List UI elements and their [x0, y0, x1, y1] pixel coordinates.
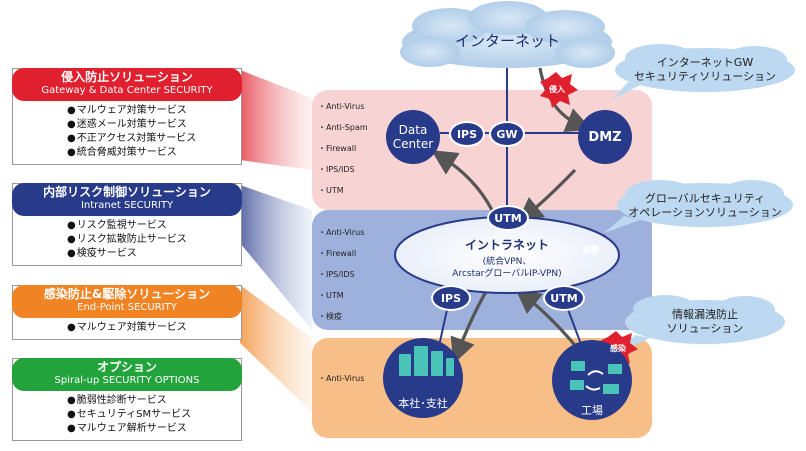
intranet-subtitle-1: (統合VPN、	[482, 257, 532, 267]
solution-subtitle: End-Point SECURITY	[77, 302, 177, 313]
gateway-zone-labels: Anti-Virus Anti-Spam Firewall IPS/IDS UT…	[318, 96, 368, 201]
factory-circle	[552, 340, 632, 420]
solution-item: セキュリティSMサービス	[67, 408, 241, 422]
factory-cycle-arrows	[585, 370, 604, 391]
internet-cloud	[400, 1, 615, 68]
endpoint-zone-labels: Anti-Virus	[318, 368, 364, 389]
solution-items: 脆弱性診断サービス セキュリティSMサービス マルウェア解析サービス	[13, 391, 241, 440]
solution-title: オプション	[96, 360, 157, 374]
infection-badge-label: 感染	[610, 344, 626, 353]
leak-prevention-callout: 情報漏洩防止 ソリューション	[630, 308, 780, 336]
zone-label: IPS/IDS	[318, 264, 364, 285]
solution-subtitle: Spiral-up SECURITY OPTIONS	[54, 375, 200, 386]
solution-items: マルウェア対策サービス	[13, 318, 241, 339]
office-buildings	[399, 346, 454, 376]
solution-item: 統合脅威対策サービス	[67, 146, 241, 160]
intrusion-badge	[540, 72, 578, 108]
global-security-callout: グローバルセキュリティ オペレーションソリューション	[625, 192, 785, 220]
solution-title: 侵入防止ソリューション	[61, 70, 193, 84]
solution-item: 迷惑メール対策サービス	[67, 118, 241, 132]
factory-buildings	[570, 361, 622, 394]
callout-line: インターネットGW	[656, 56, 754, 69]
solution-item: 不正アクセス対策サービス	[67, 132, 241, 146]
zone-label: Firewall	[318, 138, 368, 159]
spread-badge-label: 拡散	[583, 245, 599, 254]
endpoint-solution-header: 感染防止&駆除ソリューション End-Point SECURITY	[12, 285, 242, 318]
infection-badge	[600, 331, 638, 367]
internet-label: インターネット	[454, 32, 560, 50]
zone-label: UTM	[318, 180, 368, 201]
zone-label: Anti-Virus	[318, 222, 364, 243]
solution-items: リスク監視サービス リスク拡散防止サービス 検疫サービス	[13, 216, 241, 265]
endpoint-funnel	[240, 285, 312, 412]
intranet-solution-box: 内部リスク制御ソリューション Intranet SECURITY リスク監視サー…	[12, 183, 242, 266]
solution-item: リスク監視サービス	[67, 219, 241, 233]
solution-title: 内部リスク制御ソリューション	[43, 185, 211, 199]
zone-label: Anti-Virus	[318, 368, 364, 389]
solution-item: マルウェア解析サービス	[67, 422, 241, 436]
ips-top-node: IPS	[449, 121, 485, 147]
intranet-subtitle-2: ArcstarグローバルIP-VPN)	[452, 269, 562, 279]
utm-bottom-node: UTM	[543, 285, 585, 311]
zone-label: Firewall	[318, 243, 364, 264]
solution-subtitle: Intranet SECURITY	[80, 200, 174, 211]
solution-item: 検疫サービス	[67, 247, 241, 261]
intrusion-badge-label: 侵入	[549, 85, 565, 94]
callout-line: セキュリティソリューション	[633, 70, 777, 83]
callout-line: ソリューション	[666, 322, 744, 335]
factory-label: 工場	[581, 404, 603, 417]
solution-items: マルウェア対策サービス 迷惑メール対策サービス 不正アクセス対策サービス 統合脅…	[13, 101, 241, 164]
intranet-solution-header: 内部リスク制御ソリューション Intranet SECURITY	[12, 183, 242, 216]
intranet-zone-labels: Anti-Virus Firewall IPS/IDS UTM 検疫	[318, 222, 364, 327]
gw-security-callout: インターネットGW セキュリティソリューション	[625, 56, 785, 84]
solution-item: 脆弱性診断サービス	[67, 394, 241, 408]
zone-label: Anti-Spam	[318, 117, 368, 138]
zone-label: UTM	[318, 285, 364, 306]
solution-title: 感染防止&駆除ソリューション	[43, 287, 211, 301]
intranet-title: イントラネット	[464, 238, 549, 252]
zone-label: IPS/IDS	[318, 159, 368, 180]
solution-item: マルウェア対策サービス	[67, 104, 241, 118]
callout-clouds	[604, 44, 795, 352]
endpoint-solution-box: 感染防止&駆除ソリューション End-Point SECURITY マルウェア対…	[12, 285, 242, 340]
utm-top-node: UTM	[487, 205, 529, 231]
callout-line: 情報漏洩防止	[672, 308, 738, 321]
office-label: 本社･支社	[398, 397, 448, 410]
solution-subtitle: Gateway & Data Center SECURITY	[41, 85, 213, 96]
dmz-node: DMZ	[578, 110, 632, 164]
options-solution-box: オプション Spiral-up SECURITY OPTIONS 脆弱性診断サー…	[12, 358, 242, 441]
gw-node: GW	[489, 121, 525, 147]
solution-item: リスク拡散防止サービス	[67, 233, 241, 247]
zone-label: Anti-Virus	[318, 96, 368, 117]
callout-line: オペレーションソリューション	[628, 206, 782, 219]
solution-item: マルウェア対策サービス	[67, 321, 241, 335]
gateway-funnel	[240, 70, 312, 170]
callout-line: グローバルセキュリティ	[644, 192, 766, 205]
gateway-solution-header: 侵入防止ソリューション Gateway & Data Center SECURI…	[12, 68, 242, 101]
zone-label: 検疫	[318, 306, 364, 327]
options-solution-header: オプション Spiral-up SECURITY OPTIONS	[12, 358, 242, 391]
intranet-funnel	[240, 185, 312, 330]
ips-bottom-node: IPS	[431, 285, 471, 311]
data-center-node: Data Center	[386, 110, 440, 164]
gateway-solution-box: 侵入防止ソリューション Gateway & Data Center SECURI…	[12, 68, 242, 165]
